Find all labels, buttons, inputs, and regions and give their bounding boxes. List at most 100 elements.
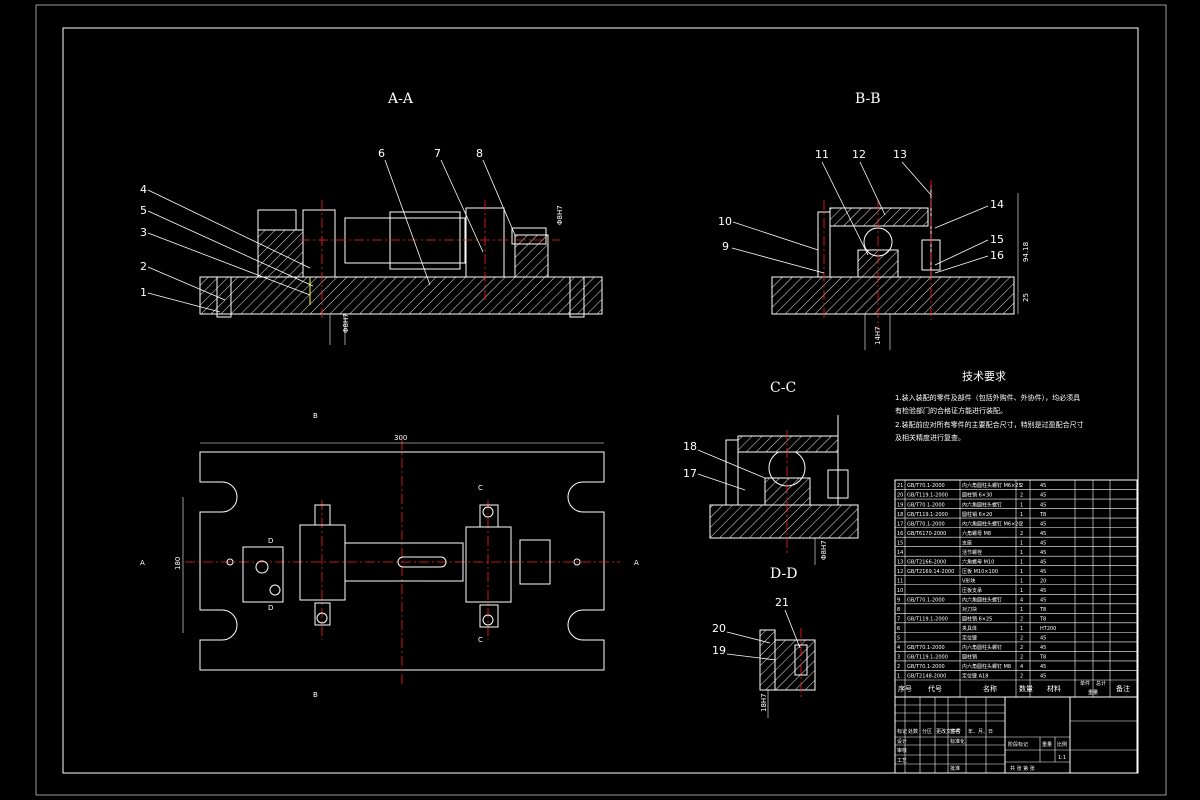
bom-h-total: 总计 [1096, 680, 1106, 687]
tech-line-4: 及相关精度进行复查。 [895, 433, 965, 442]
bb-base [771, 276, 1015, 315]
marker-b-top: B [313, 412, 318, 420]
view-dd: D-D 18H7 21 20 19 [712, 566, 816, 718]
bom-cell-qty: 1 [1020, 607, 1023, 613]
bom-h-material: 材料 [1047, 684, 1061, 693]
bom-cell-name: 圆柱销 6×20 [962, 511, 992, 518]
tb-weight: 重量 [1042, 741, 1052, 748]
bom-cell-name: 圆柱销 6×25 [962, 616, 992, 623]
plan-right-bolt-top [479, 504, 499, 528]
plan-hole-left [226, 558, 234, 566]
bom-cell-material: 45 [1040, 636, 1046, 642]
bom-cell-seq: 10 [897, 588, 903, 594]
bom-cell-seq: 2 [897, 664, 900, 670]
bom-cell-code: GB/T119.1-2000 [907, 493, 948, 499]
dd-dim-text: 18H7 [760, 693, 768, 712]
bom-cell-material: 45 [1040, 588, 1046, 594]
bom-cell-qty: 1 [1020, 626, 1023, 632]
bom-cell-qty: 1 [1020, 588, 1023, 594]
bom-cell-seq: 6 [897, 626, 900, 632]
bom-cell-qty: 1 [1020, 550, 1023, 556]
view-dd-title: D-D [770, 566, 797, 582]
bom-cell-qty: 1 [1020, 512, 1023, 518]
callout-5: 5 [140, 204, 147, 217]
bom-cell-code: GB/T70.1-2000 [907, 521, 945, 527]
tb-standardize: 标准化 [950, 738, 965, 745]
bom-h-unit: 单件 [1080, 680, 1090, 687]
plan-dim-width: 180 [174, 557, 182, 570]
tb-review: 审核 [897, 747, 907, 754]
tb-stage: 阶段标记 [1008, 741, 1028, 748]
aa-dim-text-2: Φ8H7 [556, 205, 564, 225]
bom-cell-name: 内六角圆柱头螺钉 [962, 597, 1002, 604]
cc-clamp [737, 435, 839, 453]
tech-line-2: 有检验部门的合格证方能进行装配。 [895, 406, 1007, 415]
view-cc: C-C Φ8H7 18 17 [683, 380, 859, 565]
callout-19: 19 [712, 644, 726, 657]
view-bb: B-B 94.18 25 14H7 9 10 11 12 13 14 [718, 91, 1030, 350]
bom-cell-name: 内六角圆柱头螺钉 M8 [962, 663, 1011, 670]
plan-right-bolt-bot [479, 604, 499, 628]
view-bb-title: B-B [855, 91, 881, 107]
bb-dim-base: 25 [1022, 293, 1030, 302]
bom-row: 7 GB/T119.1-2000 圆柱销 6×25 2 T8 [897, 616, 1046, 623]
bom-cell-code: GB/T70.1-2000 [907, 502, 945, 508]
bom-cell-qty: 1 [1020, 540, 1023, 546]
dd-screw [794, 644, 808, 676]
aa-left-top [257, 209, 297, 231]
bom-cell-material: HT200 [1040, 626, 1056, 632]
bom-cell-seq: 18 [897, 512, 903, 518]
marker-a-right: A [634, 559, 639, 567]
bom-cell-seq: 11 [897, 578, 903, 584]
callout-12: 12 [852, 148, 866, 161]
tb-approve: 批准 [950, 765, 960, 772]
inner-border [62, 27, 1139, 774]
bom-cell-material: T8 [1039, 655, 1046, 661]
bom-cell-name: 定位键 [962, 635, 977, 642]
bom-cell-qty: 2 [1020, 617, 1023, 623]
aa-right-block [514, 234, 549, 278]
callout-9: 9 [722, 240, 729, 253]
bom-cell-name: 夹具体 [962, 625, 977, 632]
bom-cell-seq: 7 [897, 617, 900, 623]
plan-bolt-2 [482, 614, 494, 626]
bom-h-name: 名称 [983, 684, 997, 693]
bom-cell-material: 20 [1040, 578, 1046, 584]
bom-cell-qty: 2 [1020, 674, 1023, 680]
bom-cell-name: 内六角圆柱头螺钉 M6×20 [962, 520, 1022, 527]
tech-title: 技术要求 [962, 370, 1006, 383]
view-aa-title: A-A [387, 91, 414, 107]
bom-cell-material: 45 [1040, 559, 1046, 565]
callout-6: 6 [378, 147, 385, 160]
bom-cell-code: GB/T119.1-2000 [907, 617, 948, 623]
outer-border [35, 4, 1167, 796]
bom-cell-seq: 8 [897, 607, 900, 613]
tb-scale: 比例 [1057, 741, 1067, 748]
aa-workpiece [344, 217, 466, 264]
bom-h-code: 代号 [928, 684, 942, 693]
bom-cell-seq: 19 [897, 502, 903, 508]
callout-3: 3 [140, 226, 147, 239]
callout-10: 10 [718, 215, 732, 228]
bom-cell-material: T8 [1039, 607, 1046, 613]
bom-cell-name: 圆柱销 [962, 654, 977, 661]
bom-cell-material: T8 [1039, 617, 1046, 623]
bom-cell-name: 六角螺母 M10 [962, 558, 994, 565]
bom-cell-qty: 2 [1020, 636, 1023, 642]
bom-cell-seq: 3 [897, 655, 900, 661]
tech-requirements: 技术要求 1.装入装配的零件及部件（包括外购件、外协件），均必须具 有检验部门的… [895, 370, 1084, 442]
bom-cell-name: V形块 [962, 577, 975, 584]
bom-cell-material: 45 [1040, 664, 1046, 670]
bom-row: 6 夹具体 1 HT200 [897, 625, 1056, 632]
plan-end-block [519, 539, 551, 585]
plan-locator-hole-2 [269, 584, 281, 596]
